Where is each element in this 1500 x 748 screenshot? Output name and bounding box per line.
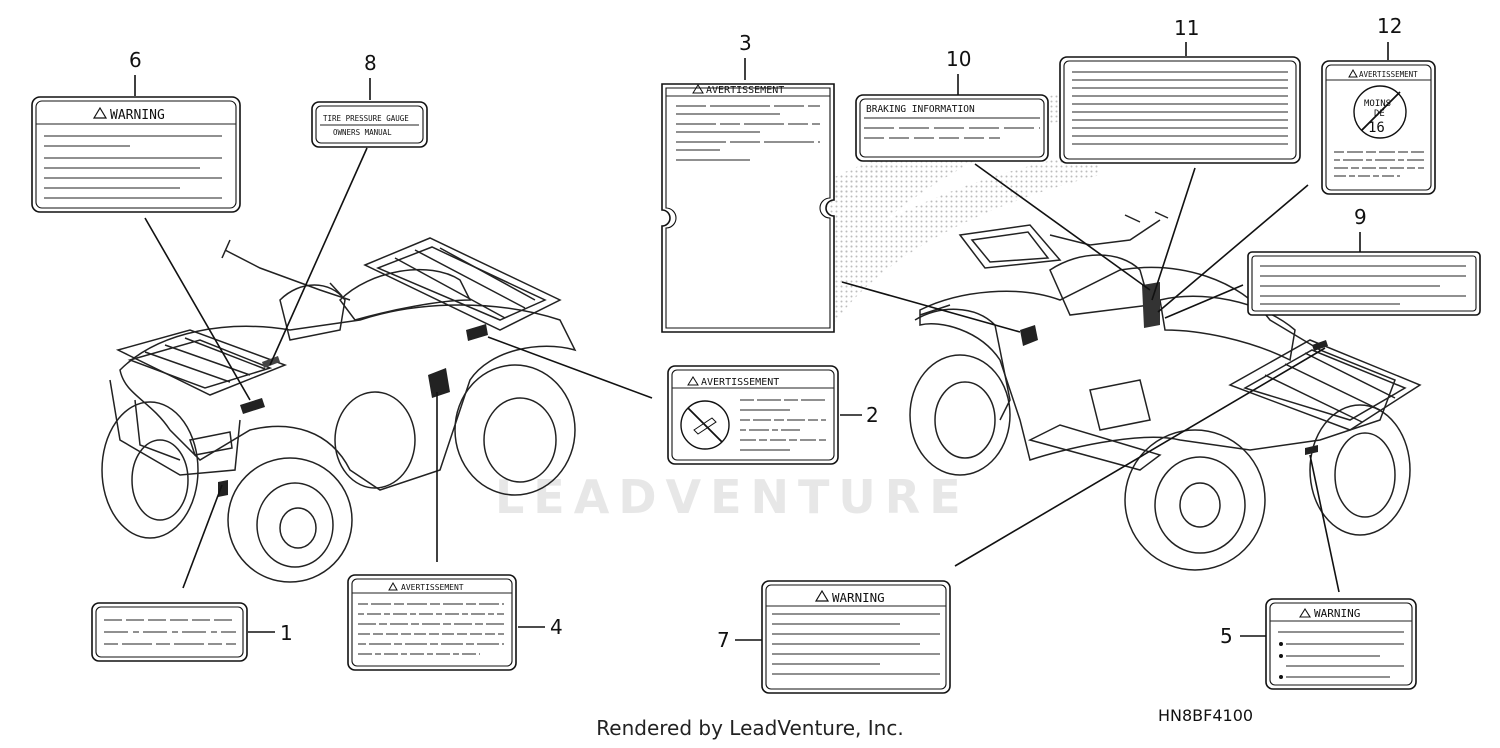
label-6-text: WARNING: [110, 108, 165, 123]
callout-11: 11: [1174, 16, 1199, 40]
label-8-line1: TIRE PRESSURE GAUGE: [323, 114, 409, 123]
label-9: [1247, 251, 1481, 316]
callout-6: 6: [129, 48, 142, 72]
warning-triangle-icon: [687, 376, 699, 386]
label-4-avertissement: AVERTISSEMENT: [347, 574, 517, 671]
label-2-text: AVERTISSEMENT: [701, 377, 779, 388]
callout-7: 7: [717, 628, 730, 652]
warning-triangle-icon: [814, 589, 830, 602]
label-8-line2: OWNERS MANUAL: [333, 128, 392, 137]
label-8-tire-pressure: TIRE PRESSURE GAUGE OWNERS MANUAL: [311, 101, 428, 148]
age-line3: 16: [1368, 120, 1385, 136]
atv-front-view: [101, 237, 577, 583]
callout-9: 9: [1354, 205, 1367, 229]
label-7-text: WARNING: [832, 590, 885, 605]
label-1: [91, 602, 248, 662]
callout-12: 12: [1377, 14, 1402, 38]
label-2-avertissement: AVERTISSEMENT: [667, 365, 839, 465]
label-5-text: WARNING: [1314, 607, 1360, 620]
label-12-text: AVERTISSEMENT: [1359, 70, 1418, 79]
label-11: [1059, 56, 1301, 164]
no-modification-icon: [680, 400, 730, 450]
callout-numbers: 6 8 3 10 11 12 9 2 1 4 7 5: [129, 14, 1402, 652]
label-5-warning: WARNING: [1265, 598, 1417, 690]
diagram-code: HN8BF4100: [1158, 706, 1254, 725]
label-7-warning: WARNING: [761, 580, 951, 694]
warning-triangle-icon: [92, 106, 108, 119]
label-3-text: AVERTISSEMENT: [706, 85, 784, 96]
label-3-avertissement: AVERTISSEMENT: [661, 83, 835, 333]
age-line1: MOINS: [1364, 99, 1391, 109]
callout-5: 5: [1220, 624, 1233, 648]
callout-3: 3: [739, 31, 752, 55]
label-4-text: AVERTISSEMENT: [401, 583, 464, 592]
watermark-text: LEADVENTURE: [495, 470, 970, 524]
age-restriction-icon: MOINS DE 16: [1353, 85, 1407, 139]
atv-rear-view: [909, 211, 1422, 571]
warning-triangle-icon: [1348, 68, 1358, 78]
label-10-braking-info: BRAKING INFORMATION: [855, 94, 1049, 162]
callout-2: 2: [866, 403, 879, 427]
callout-10: 10: [946, 47, 971, 71]
leader-lines: [134, 42, 1389, 641]
label-10-text: BRAKING INFORMATION: [866, 104, 975, 115]
label-6-warning: WARNING: [31, 96, 241, 213]
label-12-avertissement: AVERTISSEMENT MOINS DE 16: [1321, 60, 1436, 195]
warning-triangle-icon: [692, 84, 704, 94]
warning-triangle-icon: [1299, 607, 1311, 618]
callout-8: 8: [364, 51, 377, 75]
callout-1: 1: [280, 621, 293, 645]
warning-triangle-icon: [388, 581, 398, 591]
age-line2: DE: [1374, 109, 1385, 119]
callout-4: 4: [550, 615, 563, 639]
footer-credit: Rendered by LeadVenture, Inc.: [596, 716, 904, 740]
